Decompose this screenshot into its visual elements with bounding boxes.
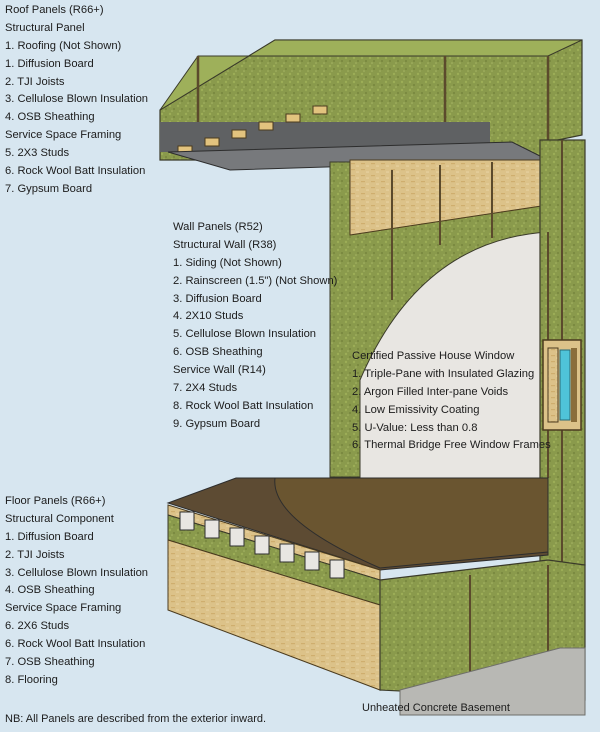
wall-label-line: 1. Siding (Not Shown) — [173, 256, 282, 269]
roof-panel-label: Roof Panels (R66+) Structural Panel 1. R… — [5, 2, 148, 199]
roof-label-line: 3. Cellulose Blown Insulation — [5, 93, 149, 106]
footnote: NB: All Panels are described from the ex… — [5, 713, 267, 725]
wall-label-line: Structural Wall (R38) — [173, 238, 277, 251]
roof-label-line: 2. TJI Joists — [5, 75, 65, 88]
roof-label-line: Structural Panel — [5, 21, 85, 34]
floor-label-line: 7. OSB Sheathing — [5, 656, 95, 669]
window-label-line: 6. Thermal Bridge Free Window Frames — [352, 439, 551, 452]
roof-panel — [159, 39, 583, 171]
floor-label-line: 6. Rock Wool Batt Insulation — [5, 638, 146, 651]
window-glass — [559, 349, 571, 421]
wall-label-line: 5. Cellulose Blown Insulation — [173, 328, 317, 341]
floor-joist-ends — [179, 511, 345, 579]
roof-label-line: 5. 2X3 Studs — [5, 147, 70, 160]
floor-label-line: 1. Diffusion Board — [5, 530, 94, 543]
floor-label-line: 8. Flooring — [5, 673, 58, 686]
floor-label-line: 2. TJI Joists — [5, 548, 65, 561]
wall-label-line: 3. Diffusion Board — [173, 292, 262, 305]
wall-label-line: 7. 2X4 Studs — [173, 382, 238, 395]
roof-label-line: Roof Panels (R66+) — [5, 4, 104, 16]
window — [542, 339, 582, 431]
wall-label-line: 9. Gypsum Board — [173, 417, 261, 430]
wall-panel-label: Wall Panels (R52) Structural Wall (R38) … — [173, 219, 337, 434]
window-label-line: 4. Low Emissivity Coating — [352, 403, 480, 416]
floor-label-line: Structural Component — [5, 512, 114, 525]
roof-label-line: 7. Gypsum Board — [5, 182, 93, 195]
wall-label-line: 2. Rainscreen (1.5") (Not Shown) — [173, 274, 338, 287]
floor-label-line: 3. Cellulose Blown Insulation — [5, 566, 149, 579]
roof-label-line: 1. Roofing (Not Shown) — [5, 39, 122, 52]
wall-label-line: Service Wall (R14) — [173, 364, 266, 377]
floor-panel-label: Floor Panels (R66+) Structural Component… — [5, 493, 148, 690]
window-label-line: 1. Triple-Pane with Insulated Glazing — [352, 367, 535, 380]
wall-label-line: 8. Rock Wool Batt Insulation — [173, 399, 314, 412]
roof-label-line: 6. Rock Wool Batt Insulation — [5, 165, 146, 178]
floor-label-line: Service Space Framing — [5, 602, 122, 615]
wall-label-line: 4. 2X10 Studs — [173, 310, 244, 323]
wall-label-line: 6. OSB Sheathing — [173, 346, 263, 359]
wall-panel — [329, 139, 586, 566]
roof-label-line: Service Space Framing — [5, 129, 122, 142]
basement-label: Unheated Concrete Basement — [362, 702, 510, 714]
roof-label-line: 4. OSB Sheathing — [5, 111, 95, 124]
wall-label-line: Wall Panels (R52) — [173, 221, 263, 233]
concrete-basement — [399, 647, 586, 716]
roof-label-line: 1. Diffusion Board — [5, 57, 94, 70]
window-label: Certified Passive House Window 1. Triple… — [352, 348, 551, 455]
window-label-line: 5. U-Value: Less than 0.8 — [352, 421, 478, 434]
wall-gypsum-board — [359, 231, 549, 479]
floor-label-line: 4. OSB Sheathing — [5, 584, 95, 597]
window-label-line: 2. Argon Filled Inter-pane Voids — [352, 385, 509, 398]
floor-label-line: 6. 2X6 Studs — [5, 620, 70, 633]
roof-joist-ends — [177, 105, 328, 155]
window-label-line: Certified Passive House Window — [352, 350, 515, 362]
floor-label-line: Floor Panels (R66+) — [5, 495, 106, 507]
